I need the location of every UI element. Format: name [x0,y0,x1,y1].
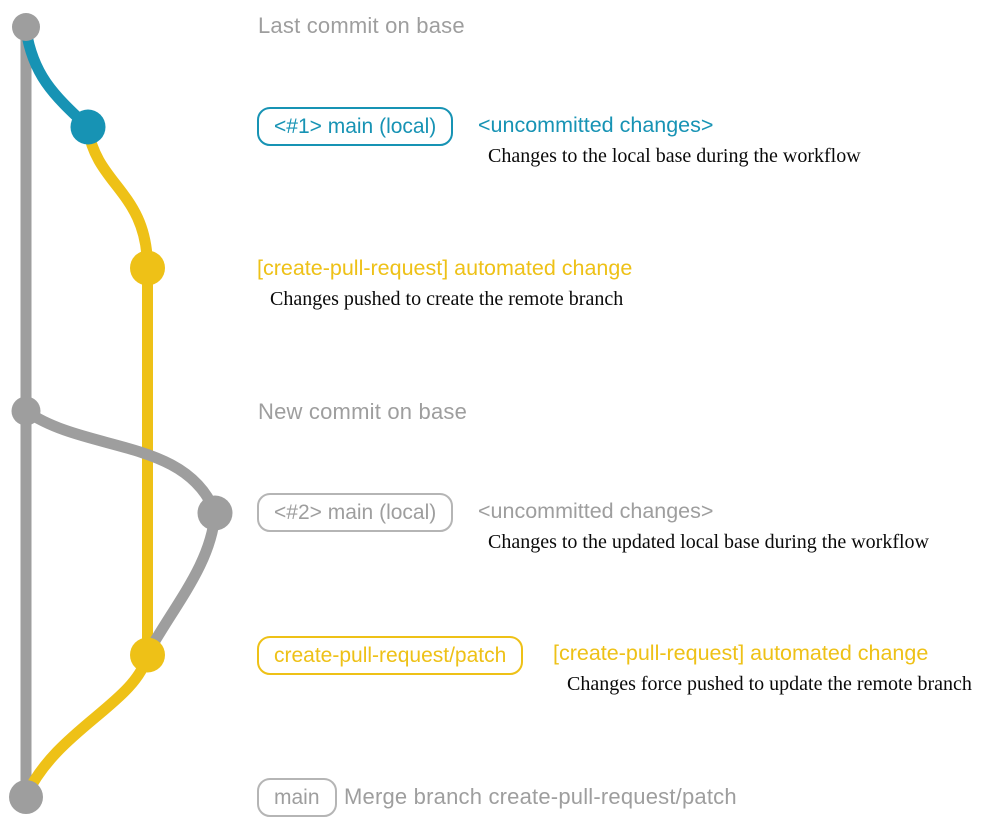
label-last-commit-on-base: Last commit on base [258,13,465,38]
remote-branch-create-curve [82,123,153,274]
commit-dot-local-1 [70,109,106,145]
commit-dot-merge [9,780,43,814]
commit-dot-local-2 [197,495,233,531]
local-rebase-curve-2 [143,508,221,657]
note-uncommitted-1: Changes to the local base during the wor… [488,145,861,167]
commit-message-automated-1: [create-pull-request] automated change [257,256,633,280]
note-uncommitted-2: Changes to the updated local base during… [488,531,929,553]
commit-message-automated-2: [create-pull-request] automated change [553,641,929,665]
branch-badge-create-pull-request-patch: create-pull-request/patch [257,636,524,676]
branch-badge-main-local-2: <#2> main (local) [257,493,454,533]
branch-badge-main-local-1: <#1> main (local) [257,107,454,147]
branch-badge-main: main [257,778,337,818]
label-new-commit-on-base: New commit on base [258,399,468,424]
remote-branch-merge-curve [20,649,153,802]
commit-dot-new-base [11,396,41,426]
commit-message-uncommitted-2: <uncommitted changes> [478,499,714,523]
commit-message-uncommitted-1: <uncommitted changes> [478,113,714,137]
note-automated-2: Changes force pushed to update the remot… [567,673,972,695]
note-automated-1: Changes pushed to create the remote bran… [270,288,624,310]
commit-dot-remote-1 [130,250,165,286]
commit-dot-last-base [12,13,40,41]
local-rebase-curve-1 [20,405,221,518]
commit-dot-remote-2 [130,637,165,673]
commit-message-merge: Merge branch create-pull-request/patch [344,784,737,809]
